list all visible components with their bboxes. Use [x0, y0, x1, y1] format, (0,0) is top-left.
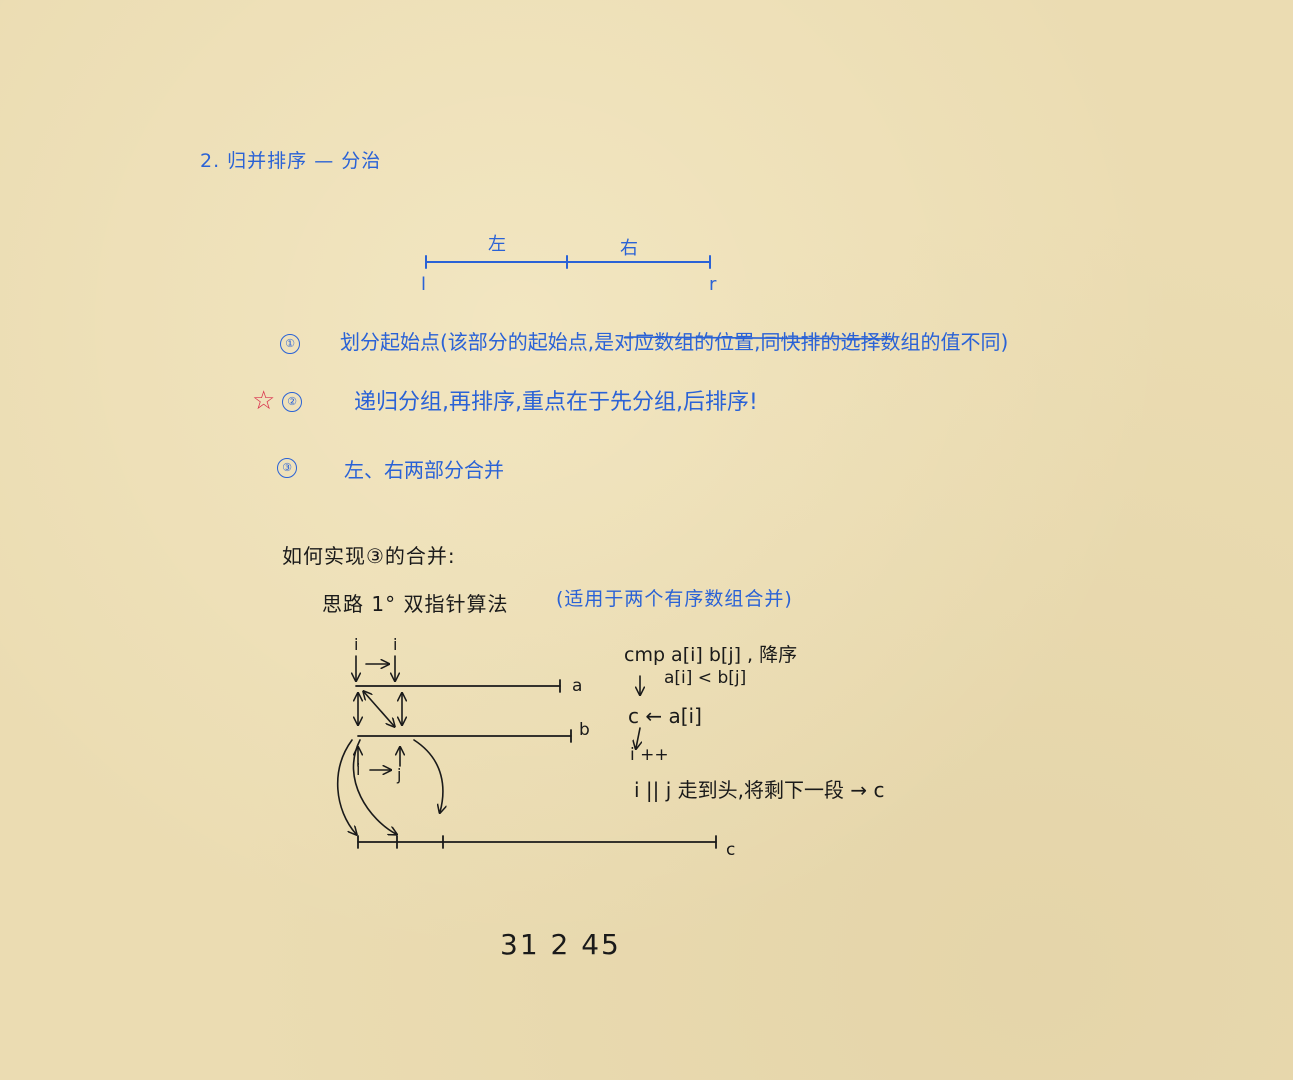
step-1-number: ① — [280, 334, 300, 354]
segment-left-half-label: 左 — [488, 234, 507, 255]
segment-start-label: l — [421, 274, 428, 295]
example-numbers: 31 2 45 — [500, 928, 621, 961]
step-2-text: 递归分组,再排序,重点在于先分组,后排序! — [354, 390, 758, 415]
algorithm-line-compare: cmp a[i] b[j] , 降序 — [624, 644, 798, 666]
array-a-label: a — [572, 676, 583, 696]
algorithm-line-increment: i ++ — [630, 745, 669, 765]
segment-end-label: r — [709, 274, 718, 295]
algorithm-line-remainder: i || j 走到头,将剩下一段 → c — [634, 778, 885, 802]
algorithm-line-condition: a[i] < b[j] — [664, 668, 747, 688]
section-title: 2. 归并排序 — 分治 — [200, 150, 382, 172]
array-c-label: c — [726, 840, 736, 860]
step-3-number: ③ — [277, 458, 297, 478]
merge-heading: 如何实现③的合并: — [282, 544, 456, 568]
star-icon: ☆ — [252, 386, 276, 416]
step-2-number: ② — [282, 392, 302, 412]
step-1-text: 划分起始点(该部分的起始点,是对应数组的位置,同快排的选择数组的值不同) — [340, 330, 1009, 354]
step-3-text: 左、右两部分合并 — [344, 458, 504, 482]
idea-two-pointer: 思路 1° 双指针算法 — [322, 592, 509, 616]
idea-note: (适用于两个有序数组合并) — [556, 588, 793, 610]
array-b-label: b — [579, 720, 590, 740]
algorithm-line-assign: c ← a[i] — [628, 704, 702, 728]
segment-right-half-label: 右 — [620, 238, 639, 259]
